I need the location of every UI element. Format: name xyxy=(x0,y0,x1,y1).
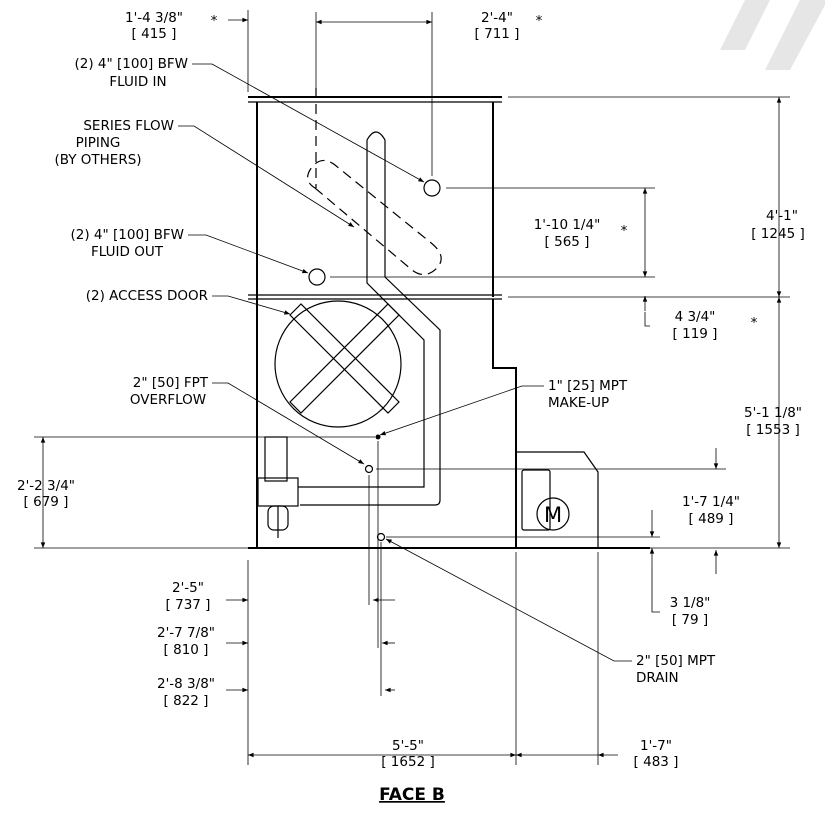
left-dim-2-ft: 2'-5" xyxy=(172,580,204,596)
makeup-label-2: MAKE-UP xyxy=(548,395,609,411)
drawing-title: FACE B xyxy=(379,785,445,805)
callout-leaders xyxy=(178,63,632,662)
right-dim-6-ft: 3 1/8" xyxy=(670,595,711,611)
nozzles xyxy=(308,179,441,542)
left-dim-2-mm: [ 737 ] xyxy=(166,597,211,613)
left-dim-1-ft: 2'-2 3/4" xyxy=(17,478,75,494)
bottom-dim-2-mm: [ 483 ] xyxy=(634,754,679,770)
drain-label-2: DRAIN xyxy=(636,670,679,686)
motor-symbol xyxy=(536,497,570,531)
access-door xyxy=(274,300,402,428)
overflow-label-2: OVERFLOW xyxy=(130,392,206,408)
top-dim-1-star: * xyxy=(211,13,218,29)
right-dim-1-mm: [ 1245 ] xyxy=(751,226,804,242)
unit-body xyxy=(248,96,650,549)
right-dim-2-ft: 1'-10 1/4" xyxy=(534,217,601,233)
top-dim-2-mm: [ 711 ] xyxy=(475,26,520,42)
right-dim-3-mm: [ 119 ] xyxy=(673,326,718,342)
fluid-in-label-2: FLUID IN xyxy=(109,74,166,90)
right-dim-4-mm: [ 1553 ] xyxy=(746,422,799,438)
dimension-lines xyxy=(34,10,790,765)
right-dim-1-ft: 4'-1" xyxy=(766,208,798,224)
series-flow-label-2: PIPING xyxy=(76,135,121,151)
makeup-label-1: 1" [25] MPT xyxy=(548,378,628,394)
motor-label: M xyxy=(544,503,562,527)
bottom-dim-2-ft: 1'-7" xyxy=(640,738,672,754)
series-flow-piping xyxy=(300,88,442,506)
drain-label-1: 2" [50] MPT xyxy=(636,653,716,669)
bottom-dim-1-mm: [ 1652 ] xyxy=(381,754,434,770)
watermark-stripes xyxy=(720,0,825,70)
right-dim-6-mm: [ 79 ] xyxy=(672,612,708,628)
series-flow-label-3: (BY OTHERS) xyxy=(54,152,141,168)
fluid-in-label-1: (2) 4" [100] BFW xyxy=(75,56,188,72)
left-dim-4-mm: [ 822 ] xyxy=(164,693,209,709)
access-door-label: (2) ACCESS DOOR xyxy=(86,288,208,304)
callout-labels: (2) 4" [100] BFW FLUID IN SERIES FLOW PI… xyxy=(54,56,715,686)
top-dim-2-star: * xyxy=(536,13,543,29)
drain-connection xyxy=(376,532,386,542)
top-dim-1-ft: 1'-4 3/8" xyxy=(125,10,183,26)
right-dim-5-mm: [ 489 ] xyxy=(689,511,734,527)
right-dim-3-ft: 4 3/4" xyxy=(675,309,716,325)
fluid-out-label-1: (2) 4" [100] BFW xyxy=(71,227,184,243)
overflow-connection xyxy=(364,464,374,474)
fluid-in-nozzle xyxy=(423,179,441,197)
right-dim-3-star: * xyxy=(751,315,758,331)
fluid-out-nozzle xyxy=(308,268,326,286)
left-dim-1-mm: [ 679 ] xyxy=(24,494,69,510)
right-dim-2-star: * xyxy=(621,223,628,239)
bottom-dim-1-ft: 5'-5" xyxy=(392,738,424,754)
right-dim-2-mm: [ 565 ] xyxy=(545,234,590,250)
makeup-connection xyxy=(375,434,381,440)
float-valve xyxy=(257,436,300,538)
left-dim-3-mm: [ 810 ] xyxy=(164,642,209,658)
series-flow-label-1: SERIES FLOW xyxy=(83,118,174,134)
top-dim-2-ft: 2'-4" xyxy=(481,10,513,26)
right-dim-5-ft: 1'-7 1/4" xyxy=(682,494,740,510)
dimension-labels: 1'-4 3/8" [ 415 ] * 2'-4" [ 711 ] * 4'-1… xyxy=(17,10,805,770)
motor-housing: M xyxy=(516,451,599,548)
top-dim-1-mm: [ 415 ] xyxy=(132,26,177,42)
left-dim-3-ft: 2'-7 7/8" xyxy=(157,625,215,641)
overflow-label-1: 2" [50] FPT xyxy=(133,375,209,391)
fluid-out-label-2: FLUID OUT xyxy=(91,244,164,260)
left-dim-4-ft: 2'-8 3/8" xyxy=(157,676,215,692)
right-dim-4-ft: 5'-1 1/8" xyxy=(744,405,802,421)
